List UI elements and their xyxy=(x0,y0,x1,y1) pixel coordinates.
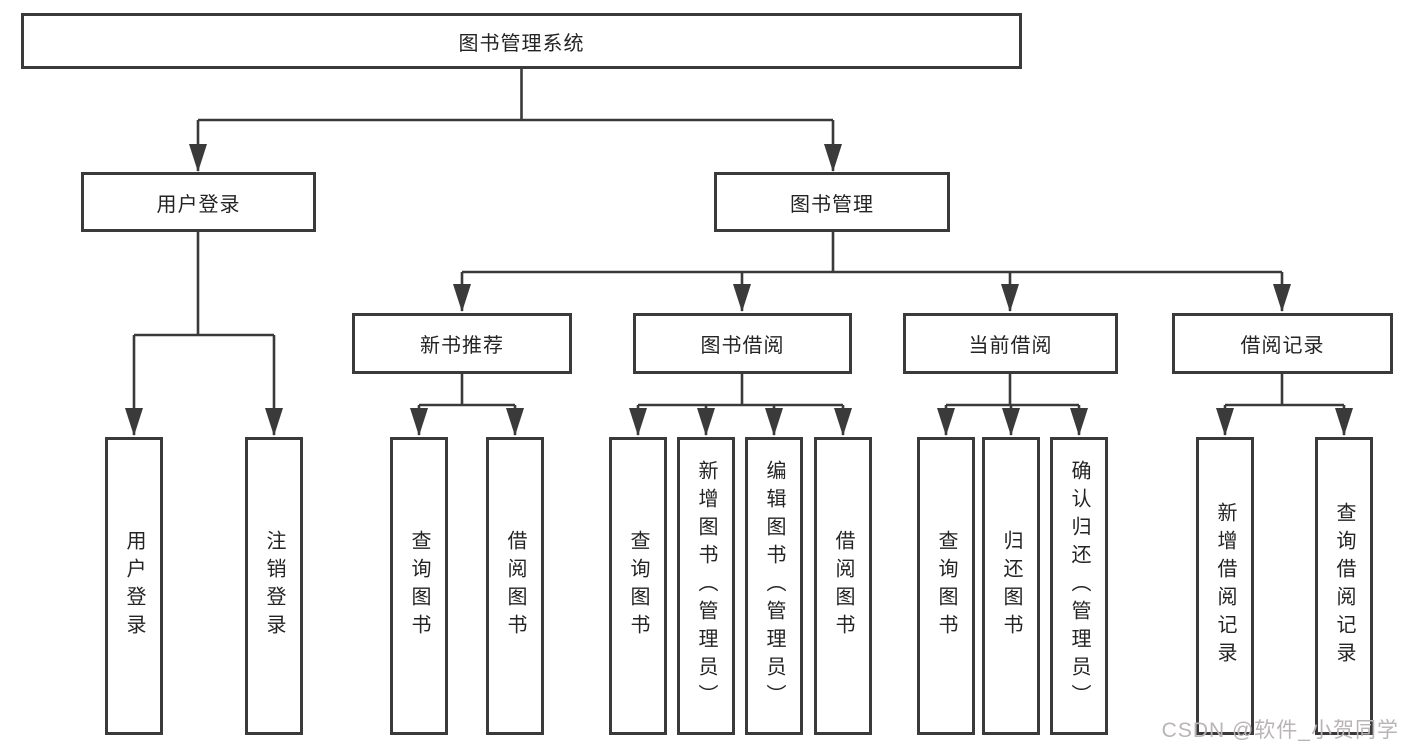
node-label: 用户登录 xyxy=(156,193,241,216)
leaf-label: 新增图书（管理员） xyxy=(695,460,717,712)
node-label: 图书管理 xyxy=(790,193,874,216)
leaf-query-borrow-record: 查询借阅记录 xyxy=(1315,437,1373,735)
leaf-label: 注销登录 xyxy=(263,530,285,642)
leaf-label: 编辑图书（管理员） xyxy=(763,460,785,712)
node-current-borrowing: 当前借阅 xyxy=(903,313,1118,374)
leaf-label: 查询图书 xyxy=(627,530,649,642)
node-label: 新书推荐 xyxy=(420,335,504,357)
leaf-label: 用户登录 xyxy=(123,530,145,642)
node-book-management-module: 图书管理 xyxy=(714,172,950,232)
leaf-borrow-book: 借阅图书 xyxy=(486,437,544,735)
leaf-label: 归还图书 xyxy=(1000,530,1022,642)
node-label: 图书借阅 xyxy=(700,335,785,357)
node-new-book-recommendation: 新书推荐 xyxy=(352,313,572,374)
leaf-confirm-return-admin: 确认归还（管理员） xyxy=(1050,437,1108,735)
node-book-borrowing: 图书借阅 xyxy=(633,313,852,374)
leaf-query-book: 查询图书 xyxy=(609,437,667,735)
node-user-login-module: 用户登录 xyxy=(81,172,316,232)
leaf-user-login: 用户登录 xyxy=(105,437,163,735)
leaf-label: 借阅图书 xyxy=(504,530,526,642)
node-label: 当前借阅 xyxy=(968,335,1053,357)
node-library-system: 图书管理系统 xyxy=(21,13,1022,69)
leaf-label: 新增借阅记录 xyxy=(1214,502,1236,670)
leaf-edit-book-admin: 编辑图书（管理员） xyxy=(745,437,803,735)
leaf-label: 查询借阅记录 xyxy=(1333,502,1355,670)
leaf-borrow-book: 借阅图书 xyxy=(814,437,872,735)
node-borrowing-records: 借阅记录 xyxy=(1172,313,1393,374)
leaf-add-borrow-record: 新增借阅记录 xyxy=(1196,437,1254,735)
leaf-query-book: 查询图书 xyxy=(390,437,448,735)
leaf-label: 查询图书 xyxy=(935,530,957,642)
leaf-return-book: 归还图书 xyxy=(982,437,1040,735)
node-label: 图书管理系统 xyxy=(458,32,585,55)
leaf-add-book-admin: 新增图书（管理员） xyxy=(677,437,735,735)
leaf-query-book: 查询图书 xyxy=(917,437,975,735)
node-label: 借阅记录 xyxy=(1240,335,1325,357)
leaf-label: 借阅图书 xyxy=(832,530,854,642)
leaf-label: 确认归还（管理员） xyxy=(1068,460,1090,712)
leaf-logout: 注销登录 xyxy=(245,437,303,735)
leaf-label: 查询图书 xyxy=(408,530,430,642)
